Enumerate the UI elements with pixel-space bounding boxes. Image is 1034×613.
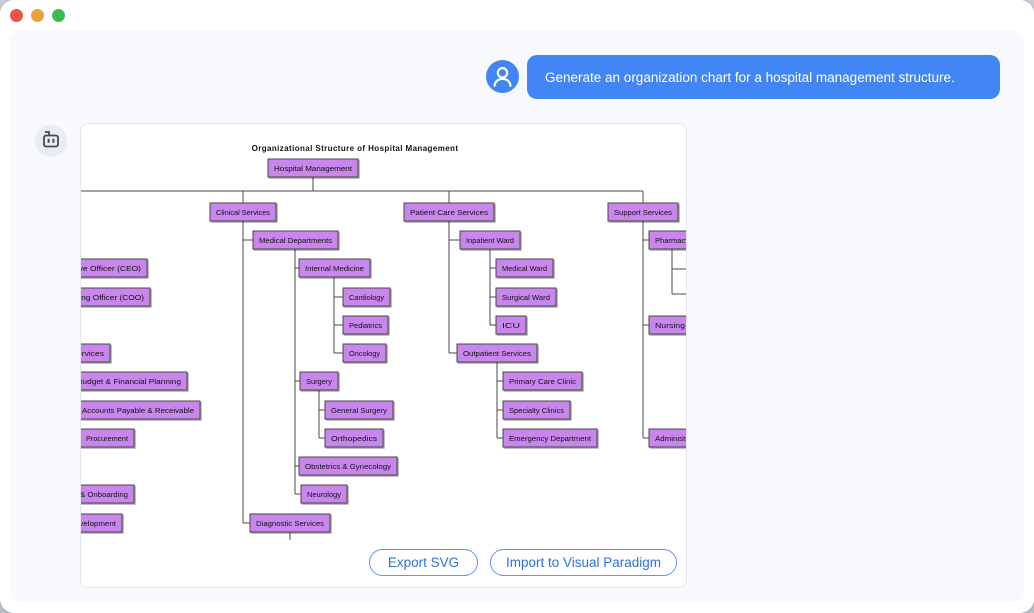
svg-text:Primary Care Clinic: Primary Care Clinic bbox=[509, 379, 577, 386]
svg-text:Support Services: Support Services bbox=[614, 210, 673, 217]
svg-text:Pharmacy: Pharmacy bbox=[655, 238, 687, 245]
zoom-window-button[interactable] bbox=[52, 8, 65, 22]
import-to-visual-paradigm-button[interactable]: Import to Visual Paradigm bbox=[490, 549, 677, 576]
bot-avatar bbox=[35, 125, 67, 157]
content-panel: Generate an organization chart for a hos… bbox=[10, 30, 1024, 603]
svg-text:Internal Medicine: Internal Medicine bbox=[305, 266, 364, 273]
svg-text:Outpatient Services: Outpatient Services bbox=[463, 351, 532, 358]
org-node-general-surgery: General Surgery bbox=[324, 400, 394, 420]
org-node-hospital-management: Hospital Management bbox=[267, 158, 359, 178]
svg-text:Financial Services: Financial Services bbox=[81, 351, 105, 358]
svg-text:Oncology: Oncology bbox=[349, 351, 381, 358]
svg-text:ICU: ICU bbox=[502, 323, 520, 330]
svg-text:Surgery: Surgery bbox=[306, 379, 333, 386]
svg-text:Medical Departments: Medical Departments bbox=[259, 238, 333, 245]
svg-text:General Surgery: General Surgery bbox=[331, 408, 388, 415]
svg-text:Nursing: Nursing bbox=[655, 323, 685, 330]
org-node-primary-care-clinic: Primary Care Clinic bbox=[502, 371, 583, 391]
org-node-oncology: Oncology bbox=[342, 343, 387, 363]
svg-text:Chief Executive Officer (CEO): Chief Executive Officer (CEO) bbox=[81, 266, 141, 273]
org-node-emergency-department: Emergency Department bbox=[502, 428, 598, 448]
svg-text:Neurology: Neurology bbox=[307, 492, 342, 499]
org-node-chief-executive-officer: Chief Executive Officer (CEO) bbox=[81, 258, 148, 278]
org-node-diagnostic-services: Diagnostic Services bbox=[249, 513, 331, 533]
org-node-cardiology: Cardiology bbox=[342, 287, 391, 307]
org-node-training-development: Training & Development bbox=[81, 513, 123, 533]
svg-text:Obstetrics & Gynecology: Obstetrics & Gynecology bbox=[305, 464, 392, 471]
org-node-accounts-payable-receivable: Accounts Payable & Receivable bbox=[81, 400, 201, 420]
svg-text:Administration: Administration bbox=[655, 436, 687, 443]
svg-text:Budget & Financial Planning: Budget & Financial Planning bbox=[81, 379, 181, 386]
user-message-bubble: Generate an organization chart for a hos… bbox=[527, 55, 1000, 99]
user-icon bbox=[493, 67, 512, 87]
org-node-obstetrics-gynecology: Obstetrics & Gynecology bbox=[298, 456, 398, 476]
org-node-neurology: Neurology bbox=[300, 484, 348, 504]
svg-text:Emergency Department: Emergency Department bbox=[509, 436, 591, 443]
close-window-button[interactable] bbox=[10, 8, 23, 22]
user-avatar bbox=[486, 60, 519, 93]
svg-text:Pediatrics: Pediatrics bbox=[349, 323, 383, 330]
svg-text:Clinical Services: Clinical Services bbox=[216, 210, 271, 217]
org-node-inpatient-ward: Inpatient Ward bbox=[459, 230, 521, 250]
svg-text:Training & Development: Training & Development bbox=[81, 521, 116, 528]
svg-text:Medical Ward: Medical Ward bbox=[502, 266, 547, 273]
svg-text:Diagnostic Services: Diagnostic Services bbox=[256, 521, 325, 528]
org-node-administration: Administration bbox=[648, 428, 687, 448]
org-node-pharmacy: Pharmacy bbox=[648, 230, 687, 250]
svg-text:Orthopedics: Orthopedics bbox=[331, 436, 378, 443]
org-node-outpatient-services: Outpatient Services bbox=[456, 343, 538, 363]
org-node-patient-care-services: Patient Care Services bbox=[403, 202, 495, 222]
minimize-window-button[interactable] bbox=[31, 8, 44, 22]
org-chart: Organizational Structure of Hospital Man… bbox=[81, 144, 687, 540]
org-node-icu: ICU bbox=[495, 315, 527, 335]
chart-card: Organizational Structure of Hospital Man… bbox=[80, 123, 687, 588]
robot-icon bbox=[43, 131, 59, 148]
org-node-medical-departments: Medical Departments bbox=[252, 230, 339, 250]
svg-text:Procurement: Procurement bbox=[86, 436, 128, 443]
export-svg-button[interactable]: Export SVG bbox=[369, 549, 478, 576]
svg-text:Hospital Management: Hospital Management bbox=[274, 166, 352, 173]
org-node-procurement: Procurement bbox=[81, 428, 135, 448]
org-node-pediatrics: Pediatrics bbox=[342, 315, 389, 335]
svg-text:Patient Care Services: Patient Care Services bbox=[410, 210, 489, 217]
org-node-surgery: Surgery bbox=[299, 371, 339, 391]
org-node-internal-medicine: Internal Medicine bbox=[298, 258, 371, 278]
org-node-medical-ward: Medical Ward bbox=[495, 258, 554, 278]
org-node-orthopedics: Orthopedics bbox=[324, 428, 384, 448]
window-titlebar bbox=[0, 0, 1034, 30]
svg-text:Surgical Ward: Surgical Ward bbox=[502, 295, 550, 302]
svg-text:Recruitment & Onboarding: Recruitment & Onboarding bbox=[81, 492, 128, 499]
org-node-recruitment-onboarding: Recruitment & Onboarding bbox=[81, 484, 135, 504]
svg-text:Inpatient Ward: Inpatient Ward bbox=[466, 238, 514, 245]
svg-text:Accounts Payable & Receivable: Accounts Payable & Receivable bbox=[82, 408, 194, 415]
svg-text:Specialty Clinics: Specialty Clinics bbox=[509, 408, 565, 415]
org-node-specialty-clinics: Specialty Clinics bbox=[502, 400, 571, 420]
org-chart-title: Organizational Structure of Hospital Man… bbox=[252, 144, 459, 153]
svg-text:Chief Operating Officer (COO): Chief Operating Officer (COO) bbox=[81, 295, 144, 302]
org-node-chief-operating-officer: Chief Operating Officer (COO) bbox=[81, 287, 151, 307]
org-node-support-services: Support Services bbox=[607, 202, 679, 222]
org-node-financial-services: Financial Services bbox=[81, 343, 111, 363]
org-node-clinical-services: Clinical Services bbox=[209, 202, 277, 222]
org-node-nursing: Nursing bbox=[648, 315, 686, 335]
svg-text:Cardiology: Cardiology bbox=[349, 295, 385, 302]
org-node-budget-financial-planning: Budget & Financial Planning bbox=[81, 371, 188, 391]
org-node-surgical-ward: Surgical Ward bbox=[495, 287, 557, 307]
